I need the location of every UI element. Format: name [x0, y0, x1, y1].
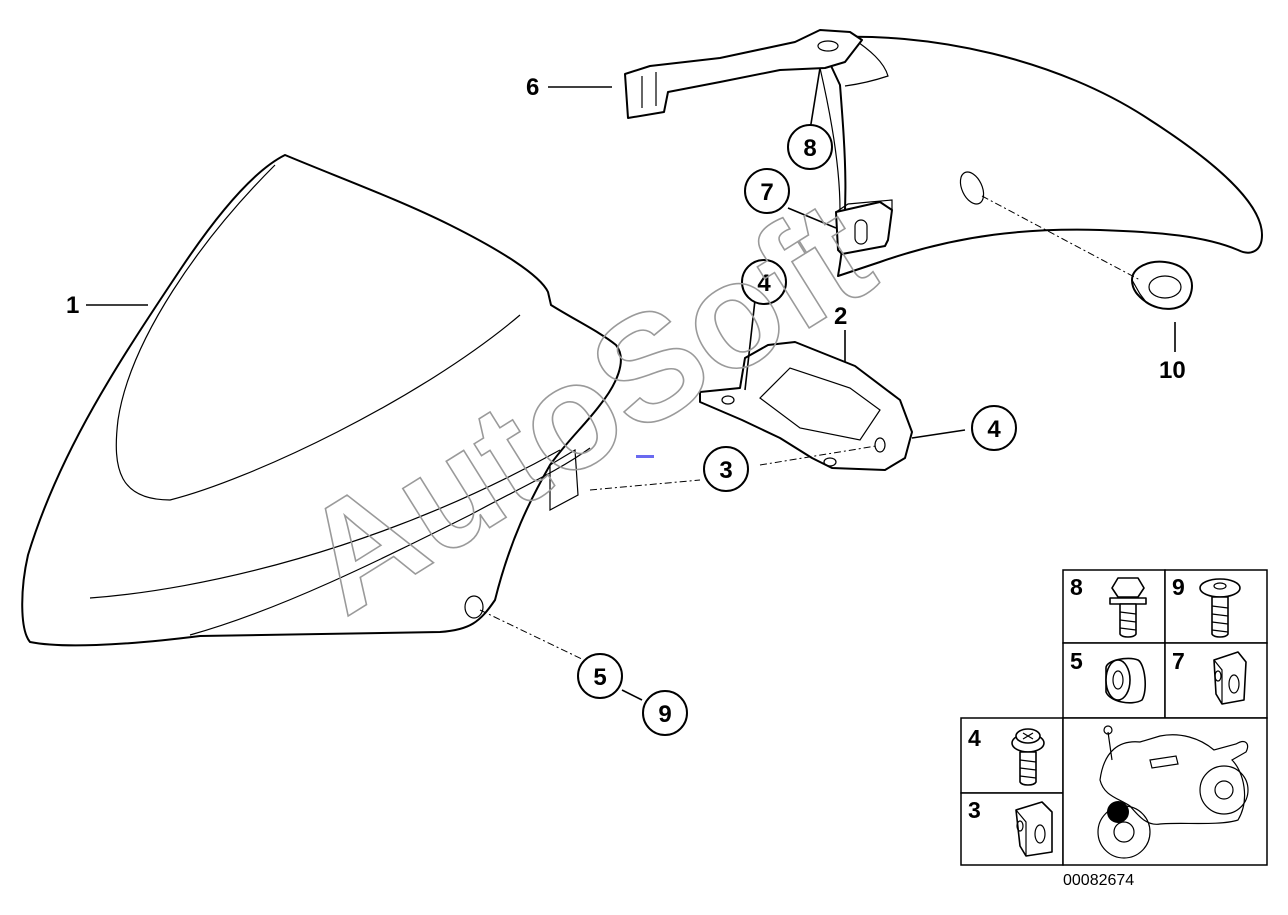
- callout-8: 8: [787, 124, 833, 170]
- button-head-screw-icon: [1199, 578, 1241, 638]
- bracket-plate: [699, 341, 913, 471]
- phillips-screw-icon: [1011, 728, 1045, 786]
- hardware-legend: 8 9 5 7 4 3: [960, 569, 1268, 866]
- callout-4-top: 4: [741, 259, 787, 305]
- location-marker-icon: [1107, 801, 1129, 823]
- clip-nut-icon: [1015, 801, 1053, 857]
- small-blue-mark: [636, 455, 654, 458]
- front-mudguard: [817, 35, 1263, 277]
- callout-5: 5: [577, 653, 623, 699]
- legend-num-4: 4: [968, 725, 981, 751]
- legend-num-5: 5: [1070, 648, 1083, 674]
- callout-3: 3: [703, 446, 749, 492]
- motorcycle-locator-icon: [1097, 725, 1249, 859]
- label-part-1: 1: [66, 292, 79, 319]
- mudguard-clip: [835, 199, 893, 255]
- callout-3-text: 3: [719, 457, 732, 484]
- label-part-6: 6: [526, 74, 539, 101]
- hex-bolt-icon: [1109, 577, 1147, 638]
- rubber-bush-icon: [1105, 657, 1147, 704]
- callout-9: 9: [642, 690, 688, 736]
- callout-8-text: 8: [803, 135, 816, 162]
- callout-5-text: 5: [593, 664, 606, 691]
- callout-4-right-text: 4: [987, 416, 1001, 443]
- legend-num-9: 9: [1172, 574, 1185, 600]
- grommet-10: [1131, 260, 1193, 310]
- callout-9-text: 9: [658, 701, 671, 728]
- legend-num-7: 7: [1172, 648, 1185, 674]
- leader-lines: [86, 67, 1176, 701]
- spring-clip-icon: [1213, 651, 1247, 705]
- label-part-10: 10: [1159, 357, 1186, 384]
- callout-7: 7: [744, 168, 790, 214]
- fairing-cover: [21, 154, 622, 647]
- label-part-2: 2: [834, 303, 847, 330]
- callout-4-right: 4: [971, 405, 1017, 451]
- reference-number: 00082674: [1063, 872, 1134, 889]
- callout-4-top-text: 4: [757, 270, 771, 297]
- legend-num-8: 8: [1070, 574, 1083, 600]
- legend-num-3: 3: [968, 797, 981, 823]
- callout-7-text: 7: [760, 179, 773, 206]
- mudguard-bracket: [624, 29, 863, 211]
